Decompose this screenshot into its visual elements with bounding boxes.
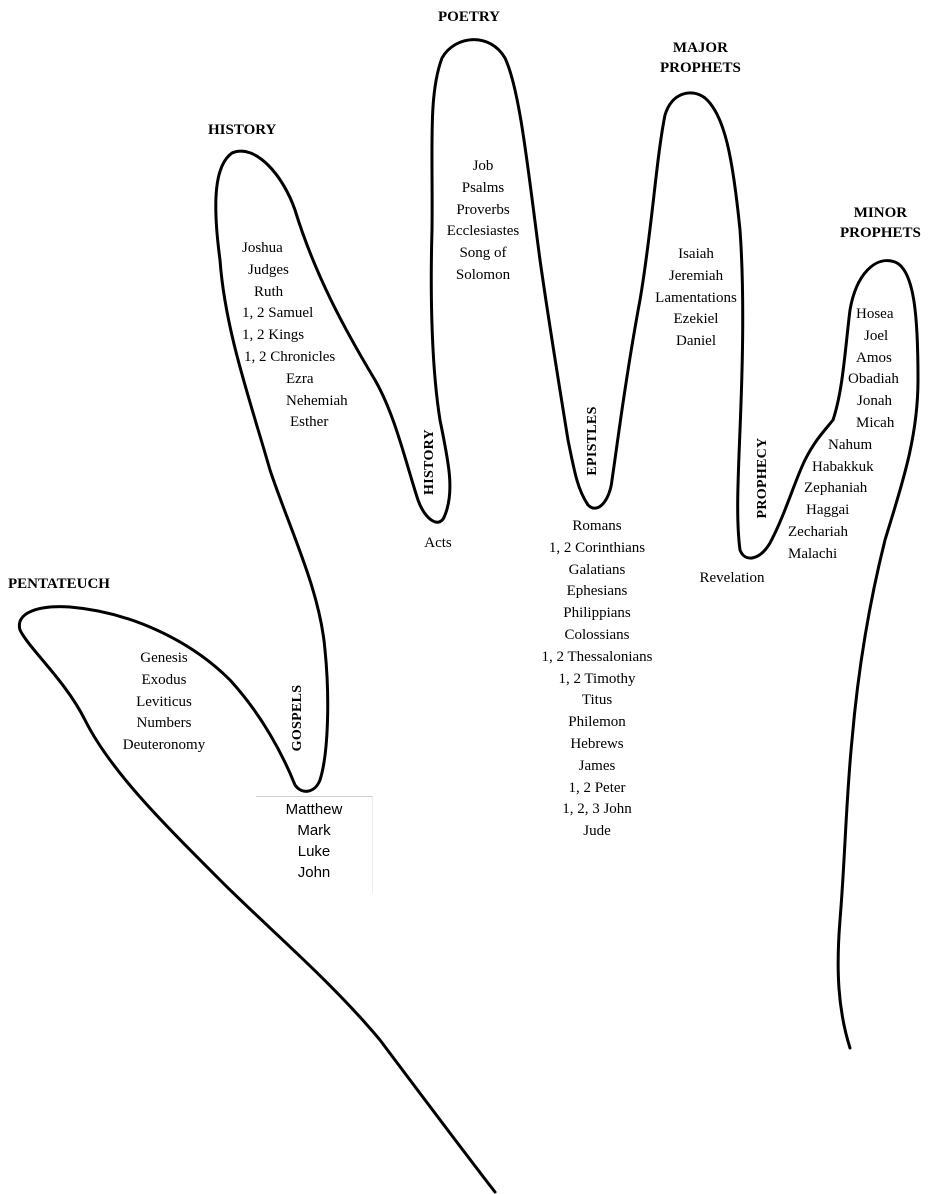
book-numbers: Numbers bbox=[105, 713, 223, 735]
poetry-book-list: Job Psalms Proverbs Ecclesiastes Song of… bbox=[428, 156, 538, 287]
major-prophets-book-list: Isaiah Jeremiah Lamentations Ezekiel Dan… bbox=[640, 244, 752, 353]
pentateuch-book-list: Genesis Exodus Leviticus Numbers Deutero… bbox=[105, 648, 223, 757]
book-daniel: Daniel bbox=[640, 331, 752, 353]
major-prophets-heading-line2: PROPHETS bbox=[660, 58, 741, 78]
book-philemon: Philemon bbox=[520, 712, 674, 734]
book-nahum: Nahum bbox=[784, 435, 908, 457]
book-isaiah: Isaiah bbox=[640, 244, 752, 266]
book-hosea: Hosea bbox=[784, 304, 908, 326]
book-jude: Jude bbox=[520, 821, 674, 843]
book-deuteronomy: Deuteronomy bbox=[105, 735, 223, 757]
major-prophets-heading-line1: MAJOR bbox=[660, 38, 741, 58]
book-colossians: Colossians bbox=[520, 625, 674, 647]
book-malachi: Malachi bbox=[784, 544, 908, 566]
book-kings: 1, 2 Kings bbox=[236, 325, 362, 347]
book-jeremiah: Jeremiah bbox=[640, 266, 752, 288]
minor-prophets-heading-line1: MINOR bbox=[840, 203, 921, 223]
book-philippians: Philippians bbox=[520, 603, 674, 625]
book-mark: Mark bbox=[256, 820, 372, 841]
book-haggai: Haggai bbox=[784, 500, 908, 522]
book-leviticus: Leviticus bbox=[105, 692, 223, 714]
book-solomon: Solomon bbox=[428, 265, 538, 287]
book-exodus: Exodus bbox=[105, 670, 223, 692]
minor-prophets-heading-line2: PROPHETS bbox=[840, 223, 921, 243]
book-ezra: Ezra bbox=[236, 369, 362, 391]
prophecy-vertical-label: PROPHECY bbox=[755, 433, 771, 523]
book-corinthians: 1, 2 Corinthians bbox=[520, 538, 674, 560]
book-habakkuk: Habakkuk bbox=[784, 457, 908, 479]
pentateuch-heading: PENTATEUCH bbox=[8, 574, 110, 594]
book-zechariah: Zechariah bbox=[784, 522, 908, 544]
poetry-heading: POETRY bbox=[438, 7, 500, 27]
minor-prophets-heading: MINOR PROPHETS bbox=[840, 203, 921, 243]
book-joshua: Joshua bbox=[236, 238, 362, 260]
book-revelation: Revelation bbox=[684, 568, 780, 590]
book-joel: Joel bbox=[784, 326, 908, 348]
book-lamentations: Lamentations bbox=[640, 288, 752, 310]
book-james: James bbox=[520, 756, 674, 778]
gospels-book-list: Matthew Mark Luke John bbox=[256, 799, 372, 883]
book-amos: Amos bbox=[784, 348, 908, 370]
book-chronicles: 1, 2 Chronicles bbox=[236, 347, 362, 369]
gospels-vertical-label: GOSPELS bbox=[290, 678, 306, 758]
book-song-of: Song of bbox=[428, 243, 538, 265]
major-prophets-heading: MAJOR PROPHETS bbox=[660, 38, 741, 78]
book-micah: Micah bbox=[784, 413, 908, 435]
book-ruth: Ruth bbox=[236, 282, 362, 304]
book-nehemiah: Nehemiah bbox=[236, 391, 362, 413]
book-job: Job bbox=[428, 156, 538, 178]
book-acts: Acts bbox=[412, 533, 464, 555]
book-thessalonians: 1, 2 Thessalonians bbox=[520, 647, 674, 669]
book-ezekiel: Ezekiel bbox=[640, 309, 752, 331]
book-zephaniah: Zephaniah bbox=[784, 478, 908, 500]
book-peter: 1, 2 Peter bbox=[520, 778, 674, 800]
book-romans: Romans bbox=[520, 516, 674, 538]
book-hebrews: Hebrews bbox=[520, 734, 674, 756]
book-samuel: 1, 2 Samuel bbox=[236, 303, 362, 325]
book-esther: Esther bbox=[236, 412, 362, 434]
book-titus: Titus bbox=[520, 690, 674, 712]
book-obadiah: Obadiah bbox=[784, 369, 908, 391]
history-book-list: Joshua Judges Ruth 1, 2 Samuel 1, 2 King… bbox=[236, 238, 362, 434]
book-luke: Luke bbox=[256, 841, 372, 862]
book-genesis: Genesis bbox=[105, 648, 223, 670]
epistles-book-list: Romans 1, 2 Corinthians Galatians Ephesi… bbox=[520, 516, 674, 843]
minor-prophets-book-list: Hosea Joel Amos Obadiah Jonah Micah Nahu… bbox=[784, 304, 908, 566]
book-galatians: Galatians bbox=[520, 560, 674, 582]
book-john-letters: 1, 2, 3 John bbox=[520, 799, 674, 821]
book-matthew: Matthew bbox=[256, 799, 372, 820]
book-psalms: Psalms bbox=[428, 178, 538, 200]
history-vertical-label: HISTORY bbox=[422, 422, 438, 502]
book-ephesians: Ephesians bbox=[520, 581, 674, 603]
book-judges: Judges bbox=[236, 260, 362, 282]
book-proverbs: Proverbs bbox=[428, 200, 538, 222]
book-ecclesiastes: Ecclesiastes bbox=[428, 221, 538, 243]
book-timothy: 1, 2 Timothy bbox=[520, 669, 674, 691]
history-heading: HISTORY bbox=[208, 120, 276, 140]
book-john: John bbox=[256, 862, 372, 883]
epistles-vertical-label: EPISTLES bbox=[585, 401, 601, 481]
book-jonah: Jonah bbox=[784, 391, 908, 413]
